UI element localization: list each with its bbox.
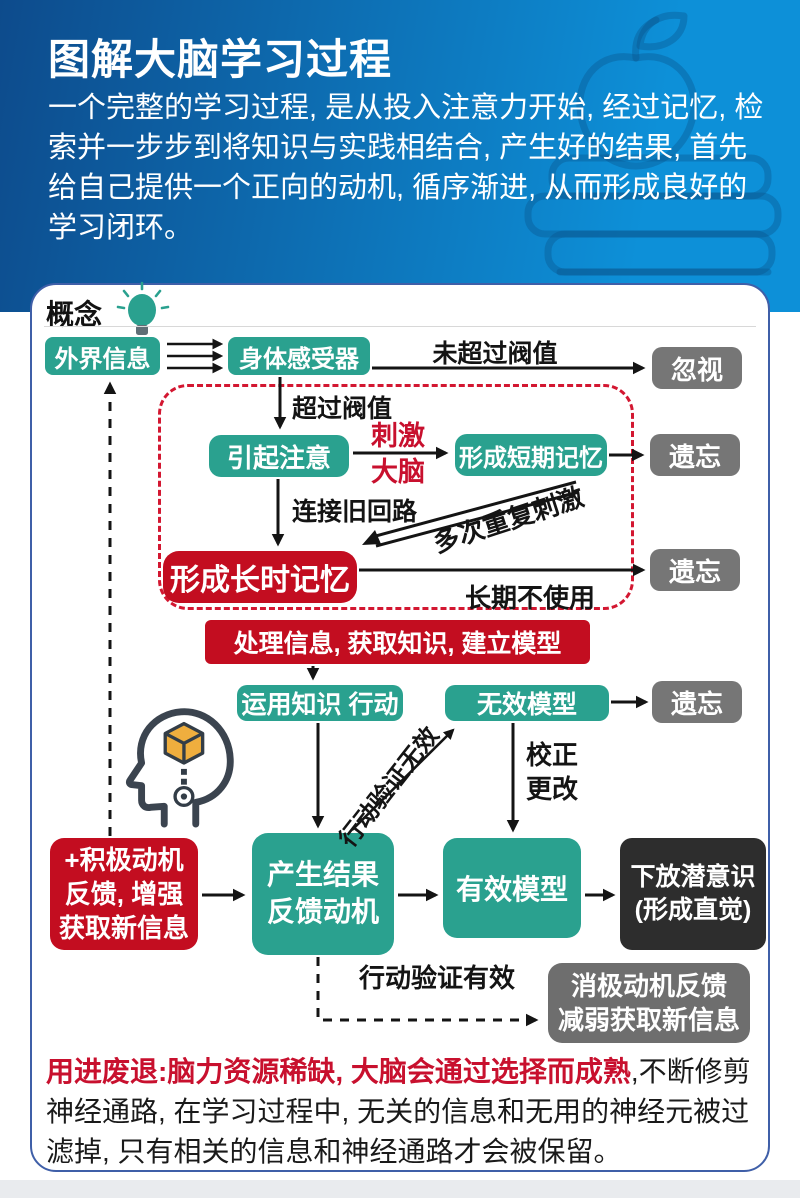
node-attract-attention: 引起注意	[209, 435, 349, 477]
threshold-group-box	[158, 384, 634, 610]
node-line: 反馈, 增强	[64, 878, 184, 909]
node-line: 下放潜意识	[630, 863, 756, 891]
node-process-info: 处理信息, 获取知识, 建立模型	[205, 620, 590, 664]
node-line: (形成直觉)	[634, 896, 752, 924]
section-divider	[44, 326, 756, 327]
node-invalid-model: 无效模型	[445, 685, 609, 721]
edge-label-stimulate-brain: 刺激 大脑	[358, 419, 438, 490]
edge-label-action-verify-valid: 行动验证有效	[358, 963, 515, 993]
edge-label-exceed-threshold: 超过阀值	[292, 395, 393, 423]
edge-label-connect-old-circuit: 连接旧回路	[292, 498, 418, 526]
node-body-sensor: 身体感受器	[228, 337, 370, 375]
node-subconscious: 下放潜意识 (形成直觉)	[620, 838, 766, 950]
node-long-term-memory: 形成长时记忆	[163, 551, 357, 603]
node-negative-feedback: 消极动机反馈 减弱获取新信息	[548, 963, 750, 1043]
node-line: 消极动机反馈	[570, 970, 727, 1001]
page-title: 图解大脑学习过程	[48, 36, 393, 83]
footer-highlight: 用进废退:脑力资源稀缺, 大脑会通过选择而成熟	[46, 1056, 631, 1087]
edge-label-long-unused: 长期不使用	[464, 583, 595, 613]
node-result-feedback: 产生结果 反馈动机	[252, 833, 394, 955]
node-line: 减弱获取新信息	[557, 1005, 740, 1035]
edge-label-line: 刺激	[371, 421, 425, 451]
node-valid-model: 有效模型	[443, 838, 581, 938]
node-apply-knowledge: 运用知识 行动	[237, 685, 403, 721]
node-external-info: 外界信息	[45, 337, 160, 375]
header-banner: 图解大脑学习过程 一个完整的学习过程, 是从投入注意力开始, 经过记忆, 检索并…	[0, 0, 800, 312]
bottom-strip	[0, 1180, 800, 1198]
footer-note: 用进废退:脑力资源稀缺, 大脑会通过选择而成熟,不断修剪神经通路, 在学习过程中…	[46, 1052, 758, 1171]
edge-label-correct-change: 校正 更改	[526, 738, 596, 807]
node-forget-3: 遗忘	[652, 681, 742, 723]
node-line: +积极动机	[64, 844, 184, 875]
node-ignore: 忽视	[652, 347, 742, 389]
node-forget-1: 遗忘	[650, 434, 740, 476]
page-description: 一个完整的学习过程, 是从投入注意力开始, 经过记忆, 检索并一步步到将知识与实…	[48, 92, 764, 245]
edge-label-not-exceed-threshold: 未超过阀值	[432, 340, 558, 368]
node-short-term-memory: 形成短期记忆	[455, 434, 607, 476]
edge-label-line: 更改	[526, 774, 579, 805]
edge-label-line: 大脑	[371, 456, 425, 487]
node-line: 获取新信息	[58, 913, 189, 944]
node-line: 反馈动机	[266, 896, 379, 927]
node-forget-2: 遗忘	[650, 549, 740, 591]
edge-label-line: 校正	[526, 740, 579, 770]
footer-rest: ,不断修剪神经通路, 在学习过程中, 无关的信息和无用的神经元被过滤掉, 只有相…	[46, 1056, 751, 1167]
node-positive-motivation: +积极动机 反馈, 增强 获取新信息	[50, 838, 198, 950]
thinking-head-icon	[125, 708, 234, 828]
lightbulb-icon	[116, 281, 170, 335]
concept-heading: 概念	[46, 299, 103, 330]
node-line: 产生结果	[266, 859, 379, 891]
